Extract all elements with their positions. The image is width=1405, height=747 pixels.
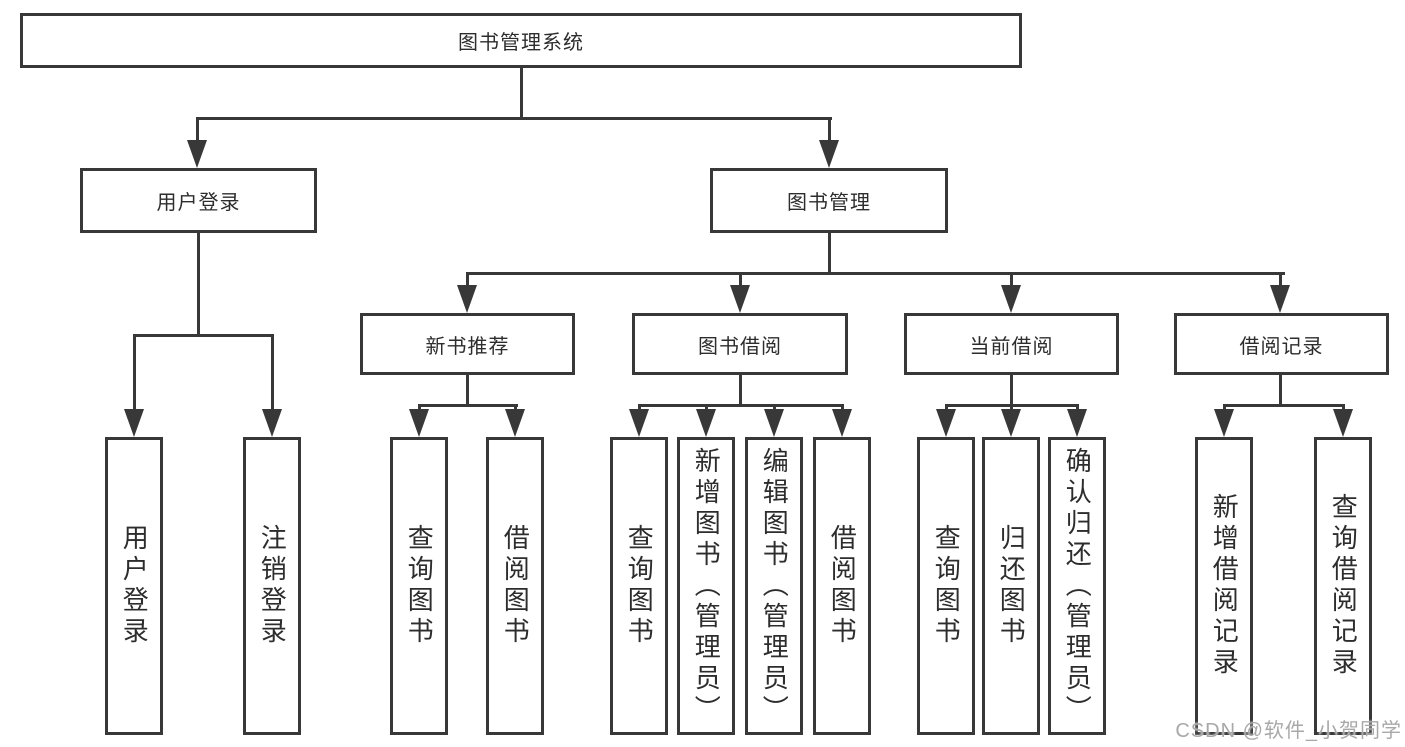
node-new-book-recommendation-label: 新书推荐 <box>425 335 510 358</box>
leaf-return-books: 归还图书 <box>982 437 1040 735</box>
edge-book-management-branch <box>466 272 1285 275</box>
leaf-query-books-borrowing-label: 查询图书 <box>624 524 655 648</box>
edge-to-leaf-user-login-stem <box>133 334 136 410</box>
arrow-to-book-management-icon <box>819 140 839 168</box>
arrow-to-leaf-user-login-icon <box>124 409 144 437</box>
leaf-confirm-return-admin: 确认归还（管理员） <box>1048 437 1106 735</box>
node-book-management: 图书管理 <box>710 168 948 233</box>
arrow-leaf-icon <box>1214 409 1234 437</box>
edge-leaf-stem <box>945 404 948 412</box>
arrow-leaf-icon <box>629 409 649 437</box>
leaf-borrow-books-recommend-label: 借阅图书 <box>500 524 531 648</box>
edge-leaf-stem <box>1076 404 1079 412</box>
arrow-leaf-icon <box>1001 409 1021 437</box>
edge-user-login-stem <box>197 233 200 336</box>
edge-new-book-stem <box>466 375 469 406</box>
edge-book-borrow-branch <box>638 404 844 407</box>
arrow-leaf-icon <box>696 409 716 437</box>
edge-current-borrow-down-stem <box>1010 375 1013 406</box>
edge-leaf-stem <box>705 404 708 412</box>
node-borrowing-records: 借阅记录 <box>1174 313 1389 375</box>
arrow-leaf-icon <box>409 409 429 437</box>
leaf-logout: 注销登录 <box>243 437 301 735</box>
leaf-query-borrow-record-label: 查询借阅记录 <box>1328 493 1359 679</box>
node-current-borrowing: 当前借阅 <box>904 313 1119 375</box>
leaf-borrow-books-borrowing-label: 借阅图书 <box>827 524 858 648</box>
arrow-leaf-icon <box>1333 409 1353 437</box>
leaf-borrow-books-recommend: 借阅图书 <box>486 437 544 735</box>
edge-book-borrow-down-stem <box>739 375 742 406</box>
leaf-user-login: 用户登录 <box>105 437 163 735</box>
edge-book-management-stem <box>828 233 831 275</box>
edge-root-stem <box>520 68 523 118</box>
arrow-leaf-icon <box>832 409 852 437</box>
edge-user-login-branch <box>133 334 274 337</box>
leaf-query-books-recommend-label: 查询图书 <box>404 524 435 648</box>
edge-root-branch <box>196 117 832 120</box>
arrow-leaf-icon <box>505 409 525 437</box>
edge-leaf-stem <box>1342 404 1345 412</box>
leaf-add-borrow-record: 新增借阅记录 <box>1195 437 1253 735</box>
edge-leaf-stem <box>638 404 641 412</box>
edge-new-book-branch <box>418 404 518 407</box>
leaf-query-books-recommend: 查询图书 <box>390 437 448 735</box>
edge-leaf-stem <box>418 404 421 412</box>
arrow-to-book-borrow-icon <box>730 285 750 313</box>
leaf-query-borrow-record: 查询借阅记录 <box>1314 437 1372 735</box>
node-user-login: 用户登录 <box>80 168 317 233</box>
node-book-management-label: 图书管理 <box>787 192 871 214</box>
node-current-borrowing-label: 当前借阅 <box>969 335 1054 358</box>
leaf-return-books-label: 归还图书 <box>996 524 1027 648</box>
leaf-add-borrow-record-label: 新增借阅记录 <box>1209 493 1240 679</box>
leaf-edit-books-admin: 编辑图书（管理员） <box>745 437 803 735</box>
node-root: 图书管理系统 <box>20 13 1022 68</box>
leaf-user-login-label: 用户登录 <box>119 524 150 648</box>
edge-leaf-stem <box>1223 404 1226 412</box>
edge-leaf-stem <box>841 404 844 412</box>
arrow-to-user-login-icon <box>187 140 207 168</box>
leaf-add-books-admin-label: 新增图书（管理员） <box>691 446 722 726</box>
node-book-borrowing-label: 图书借阅 <box>698 335 782 358</box>
node-new-book-recommendation: 新书推荐 <box>360 313 575 375</box>
edge-to-book-management-stem <box>828 117 831 141</box>
edge-leaf-stem <box>514 404 517 412</box>
edge-to-borrow-record-stem <box>1279 272 1282 286</box>
edge-to-user-login-stem <box>196 117 199 141</box>
arrow-leaf-icon <box>764 409 784 437</box>
arrow-to-leaf-logout-icon <box>262 409 282 437</box>
node-book-borrowing: 图书借阅 <box>632 313 848 375</box>
edge-to-book-borrow-stem <box>739 272 742 286</box>
node-borrowing-records-label: 借阅记录 <box>1239 335 1324 358</box>
edge-to-current-borrow-stem <box>1010 272 1013 286</box>
leaf-logout-label: 注销登录 <box>257 524 288 648</box>
arrow-leaf-icon <box>936 409 956 437</box>
edge-leaf-stem <box>1010 404 1013 412</box>
node-root-label: 图书管理系统 <box>458 32 584 54</box>
leaf-query-books-borrowing: 查询图书 <box>610 437 668 735</box>
node-user-login-label: 用户登录 <box>156 192 241 214</box>
leaf-confirm-return-admin-label: 确认归还（管理员） <box>1062 446 1093 726</box>
edge-borrow-record-branch <box>1223 404 1345 407</box>
arrow-to-new-book-icon <box>457 285 477 313</box>
arrow-to-current-borrow-icon <box>1001 285 1021 313</box>
edge-to-new-book-stem <box>466 272 469 286</box>
csdn-watermark: CSDN @软件_小贺同学 <box>1175 720 1402 742</box>
edge-leaf-stem <box>773 404 776 412</box>
edge-to-leaf-logout-stem <box>271 334 274 410</box>
arrow-leaf-icon <box>1067 409 1087 437</box>
leaf-query-books-current: 查询图书 <box>917 437 975 735</box>
arrow-to-borrow-record-icon <box>1270 285 1290 313</box>
leaf-edit-books-admin-label: 编辑图书（管理员） <box>759 446 790 726</box>
leaf-add-books-admin: 新增图书（管理员） <box>677 437 735 735</box>
edge-borrow-record-down-stem <box>1279 375 1282 406</box>
leaf-borrow-books-borrowing: 借阅图书 <box>813 437 871 735</box>
leaf-query-books-current-label: 查询图书 <box>931 524 962 648</box>
